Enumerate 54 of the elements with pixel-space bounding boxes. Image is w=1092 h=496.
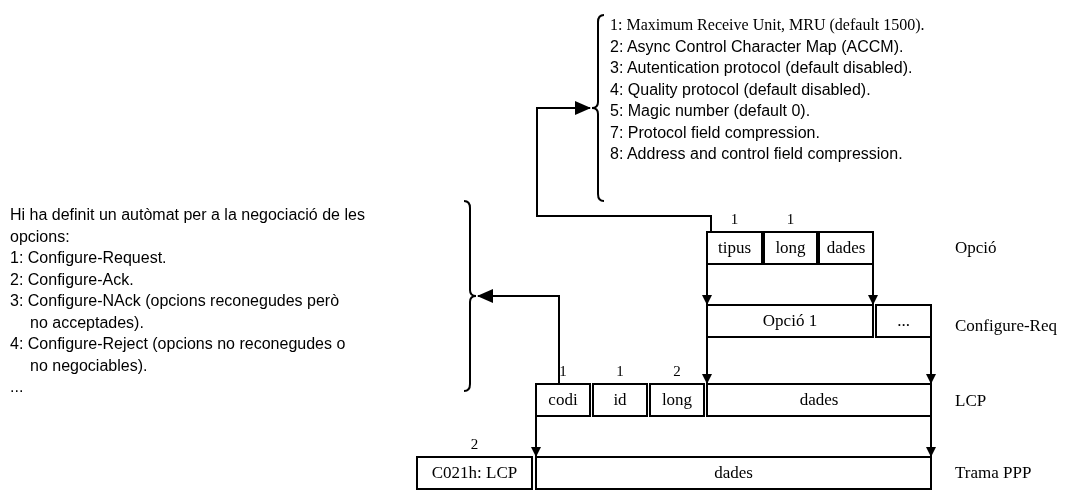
option-list (8, 200, 478, 392)
list-item: Hi ha definit un autòmat per a la negociació de les opcions: (10, 205, 366, 247)
field-name: dades (826, 238, 866, 258)
packet-field (706, 383, 932, 417)
list-item: 3: Autentication protocol (default disabled). (610, 58, 914, 78)
arrow (536, 101, 712, 232)
field-name: long (775, 238, 806, 258)
list-item: 8: Address and control field compression. (610, 144, 904, 164)
arrow (868, 264, 878, 305)
list-item: 4: Quality protocol (default disabled). (610, 79, 872, 100)
packet-field (875, 304, 932, 338)
list-item: 2: Configure-Ack. (10, 269, 135, 290)
field-name: dades (799, 390, 839, 410)
list-item: 3: Configure-NAck (opcions reconegudes però no acceptades). (10, 291, 341, 333)
packet-field (763, 231, 818, 265)
byte-size: 2 (672, 363, 682, 380)
field-name: ... (897, 311, 910, 331)
byte-size: 1 (729, 211, 740, 228)
packet-field (649, 383, 705, 417)
packet-field (416, 456, 533, 490)
field-name: codi (548, 390, 578, 410)
row-label: LCP (955, 391, 987, 411)
list-item: 1: Maximum Receive Unit, MRU (default 1500). (610, 15, 925, 35)
byte-size: 1 (785, 211, 796, 228)
packet-field (706, 304, 874, 338)
list-item: 7: Protocol field compression. (610, 122, 821, 143)
field-name: C021h: LCP (431, 463, 518, 483)
byte-size: 2 (469, 436, 480, 453)
list-item: ... (10, 377, 25, 397)
list-item: 1: Configure-Request. (10, 248, 168, 268)
arrow (477, 289, 560, 384)
field-name: id (613, 390, 627, 410)
packet-field (818, 231, 874, 265)
list-item: 2: Async Control Character Map (ACCM). (610, 36, 905, 57)
packet-field (592, 383, 648, 417)
field-name: long (661, 390, 693, 410)
field-name: dades (714, 463, 753, 483)
field-name: tipus (717, 238, 752, 258)
list-item: 4: Configure-Reject (opcions no reconegudes o no negociables). (10, 334, 347, 376)
list-item: 5: Magic number (default 0). (610, 101, 812, 121)
arrow (702, 264, 712, 305)
row-label: Trama PPP (955, 463, 1032, 483)
arrow (702, 337, 712, 384)
packet-field (535, 383, 591, 417)
packet-field (706, 231, 763, 265)
arrow (531, 416, 541, 457)
row-label: Opció (955, 238, 997, 258)
byte-size: 1 (615, 363, 625, 380)
field-name: Opció 1 (762, 311, 818, 331)
arrow (926, 416, 936, 457)
row-label: Configure-Req (955, 316, 1057, 336)
packet-field (535, 456, 932, 490)
byte-size: 1 (558, 363, 568, 380)
arrow (926, 337, 936, 384)
